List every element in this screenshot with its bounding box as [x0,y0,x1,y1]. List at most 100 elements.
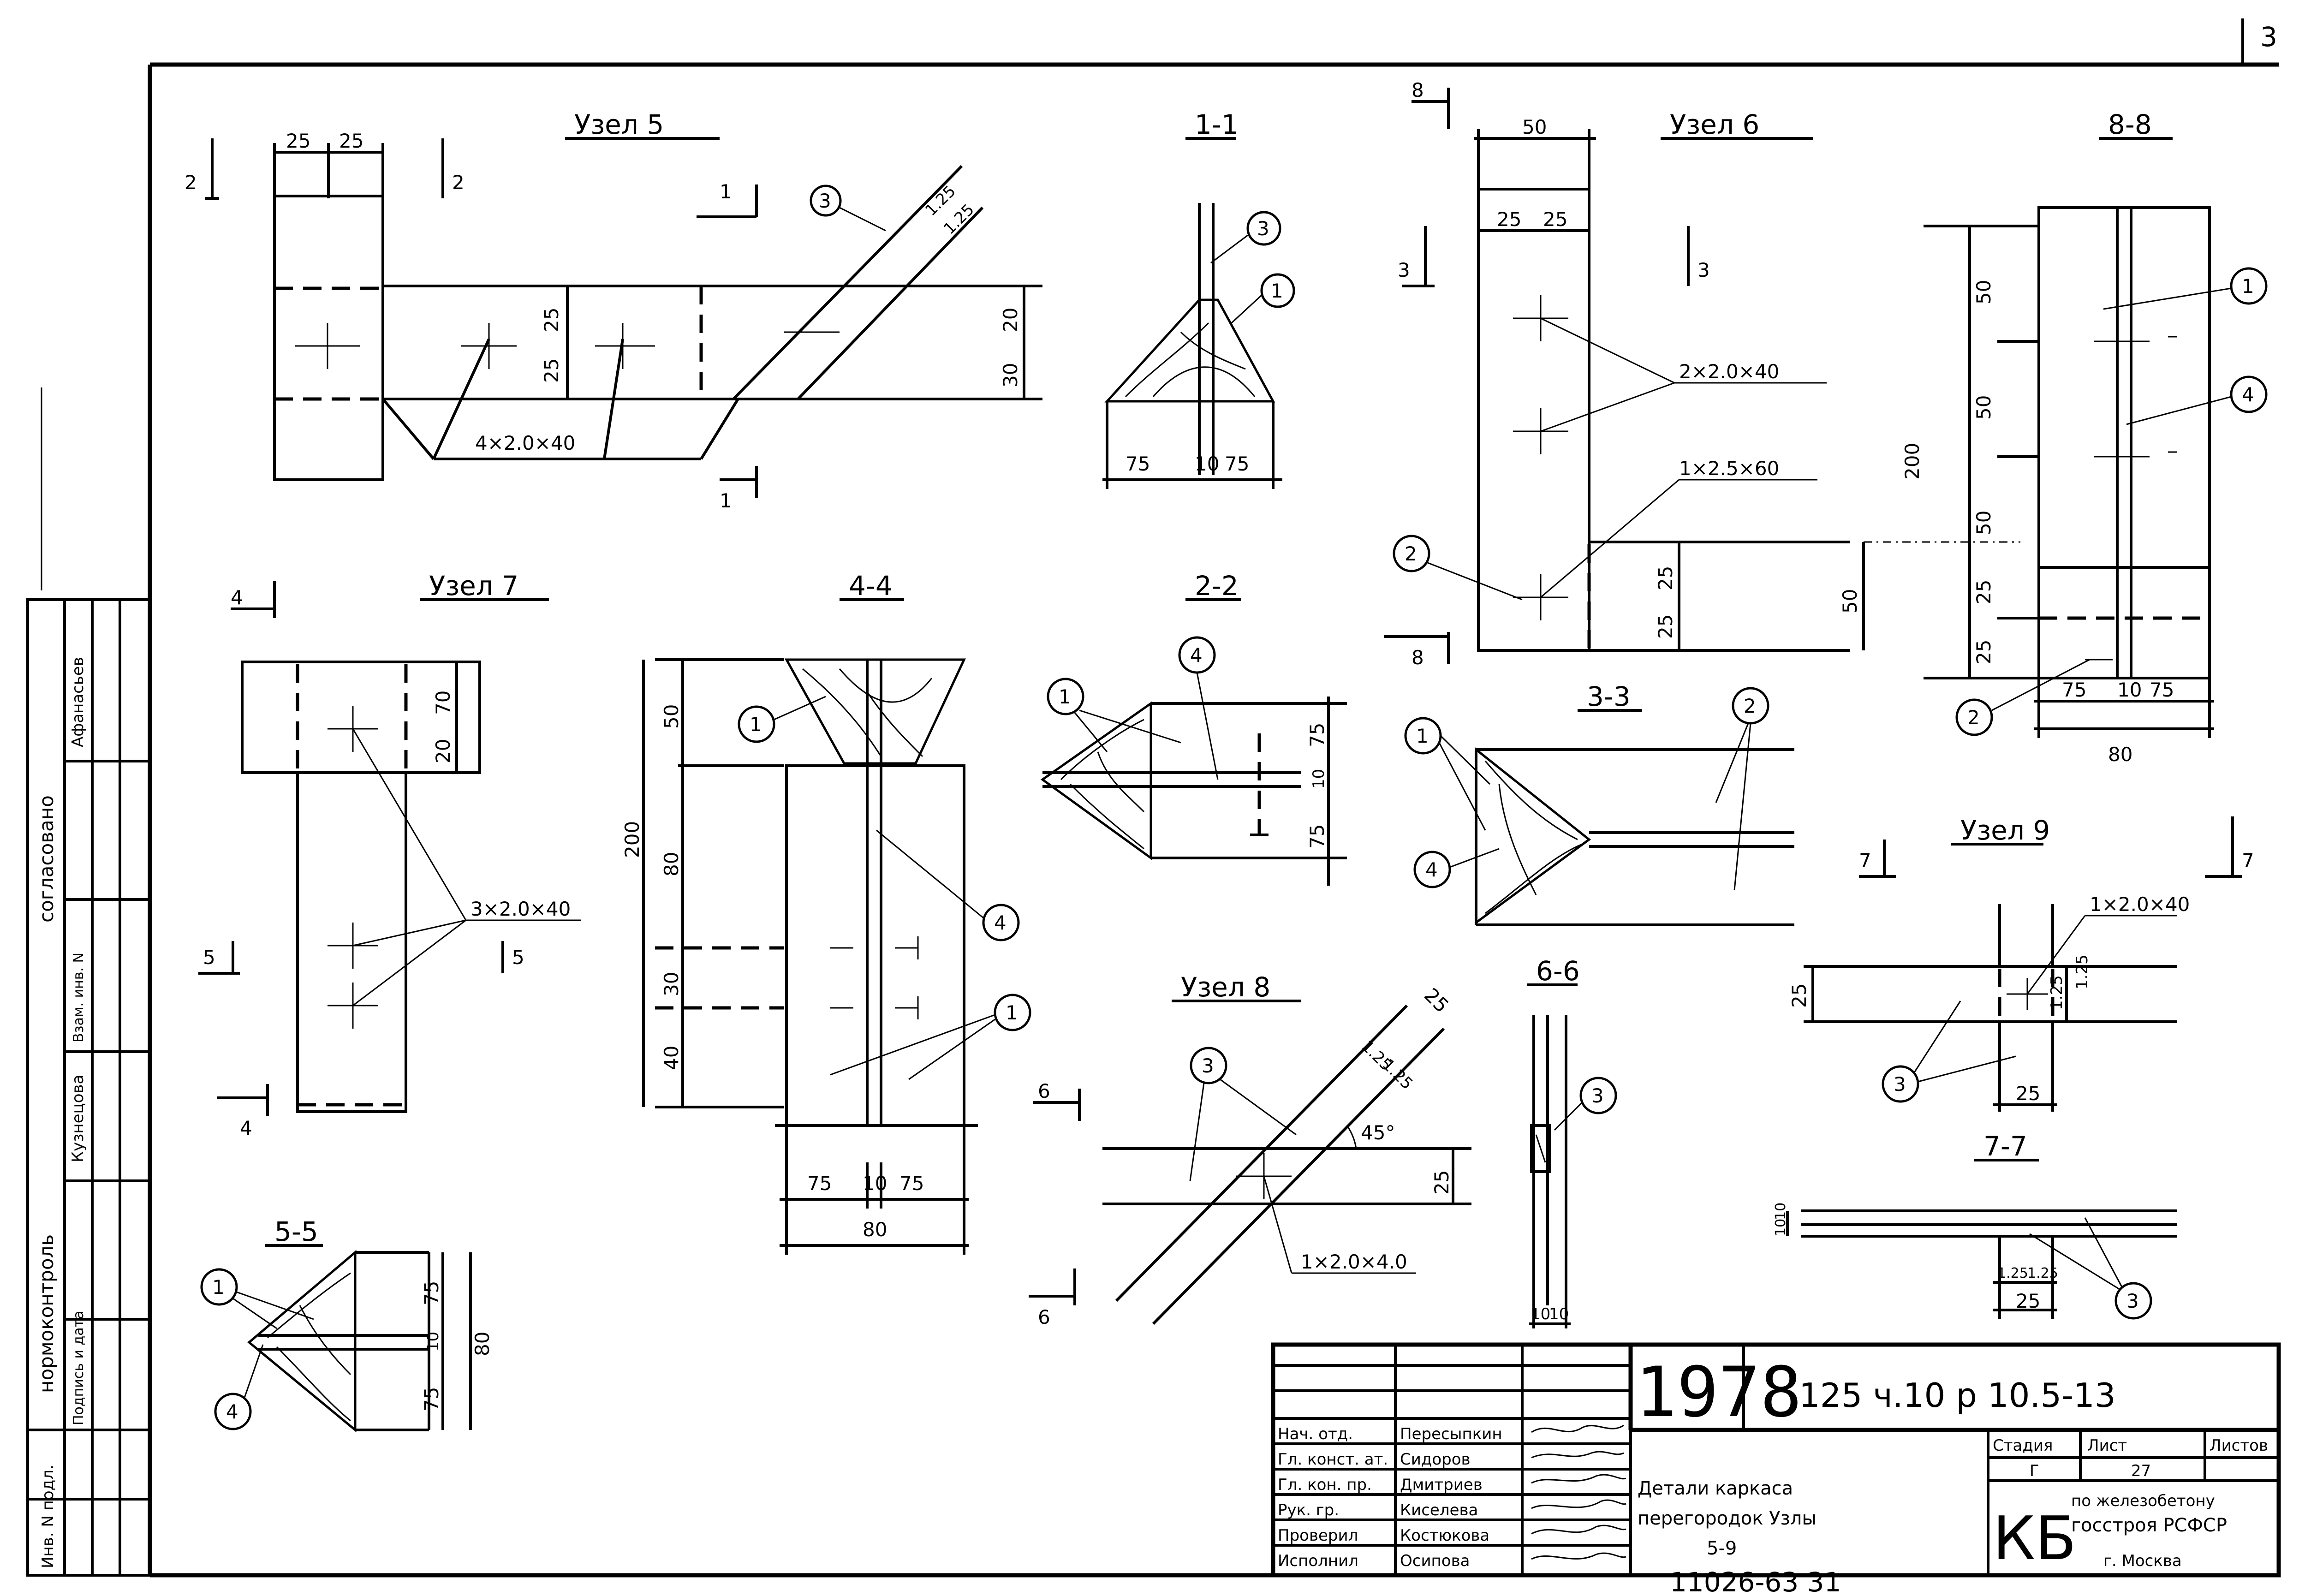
node5-marker-1b: 1 [720,489,732,512]
role-6: Исполнил [1278,1552,1358,1570]
sheet-label: Лист [2087,1436,2127,1455]
node8-bubble-3: 3 [1202,1054,1214,1077]
node7-dim-2: 20 [432,739,454,763]
sec44-view: 4-4 50 80 30 40 200 75 10 75 80 1 [621,570,1031,1255]
signature-4 [1531,1499,1626,1509]
sec88-dim-1: 50 [1972,280,1995,304]
node5-weld-label: 4×2.0×40 [475,432,575,454]
sec77-dim-1: 10 [1773,1219,1789,1236]
sec11-dim-1: 75 [1126,453,1150,475]
node7-view: Узел 7 3×2.0×40 70 20 4 5 5 4 [198,570,581,1139]
sec44-dim-3: 30 [660,972,683,996]
node9-dim-1: 25 [1788,983,1811,1008]
sec66-title: 6-6 [1536,955,1580,987]
name-6: Осипова [1400,1552,1470,1570]
sec88-view: 8-8 50 50 50 25 25 200 80 75 10 75 1 4 [1901,109,2268,766]
sec22-dim-1: 75 [1306,723,1328,747]
sec33-bubble-4: 4 [1425,858,1438,881]
node6-bubble-2: 2 [1405,542,1417,565]
node8-view: Узел 8 1×2.0×4.0 45° 25 25 1.25 1.25 3 6… [1029,971,1471,1328]
node9-marker-7a: 7 [1859,849,1871,872]
node6-view: Узел 6 50 25 25 2×2.0×40 1×2.5×60 25 25 … [1384,79,2020,669]
sec44-dim-9: 80 [863,1218,887,1241]
sec44-dim-2: 80 [660,852,683,876]
sec88-bubble-4: 4 [2242,383,2254,406]
sec88-dim-4: 25 [1972,580,1995,604]
node5-marker-2b: 2 [452,171,465,194]
sec55-dim-3: 75 [420,1387,443,1411]
sec55-title: 5-5 [274,1216,318,1247]
sec22-view: 2-2 75 10 75 1 4 [1040,570,1347,886]
sec11-title: 1-1 [1195,109,1239,140]
sec22-title: 2-2 [1195,570,1239,601]
sec22-bubble-4: 4 [1190,644,1203,667]
sec77-bubble-3: 3 [2126,1290,2139,1312]
sec88-dim-5: 25 [1972,640,1995,664]
node7-marker-5a: 5 [203,946,215,969]
node6-marker-3a: 3 [1398,259,1410,281]
node5-dim-1: 25 [286,130,310,152]
node7-dim-1: 70 [432,691,454,715]
sec44-dim-8: 75 [899,1172,924,1195]
sec77-dim-4: 1.25 [2027,1265,2058,1281]
role-4: Рук. гр. [1278,1501,1339,1519]
stamp-label-2: Подпись и дата [71,1311,87,1426]
sec44-title: 4-4 [849,570,893,601]
org-line-2: госстроя РСФСР [2071,1515,2227,1536]
node9-title: Узел 9 [1960,815,2050,846]
node9-dim-4: 25 [2016,1082,2040,1105]
year-label: 1978 [1635,1352,1802,1433]
sec77-view: 7-7 10 10 1.25 1.25 25 3 [1773,1131,2177,1320]
stamp-name-2: Афанасьев [69,657,87,747]
stamp-label-3: Взам. инв. N [71,953,87,1042]
title-block: 1978 125 ч.10 р 10.5-13 Нач. отд. Гл. ко… [1271,1342,2281,1578]
node7-marker-4a: 4 [231,586,243,609]
sec77-dim-3: 1.25 [1997,1265,2028,1281]
signature-6 [1531,1552,1626,1560]
stamp-title: нормоконтроль [35,1234,58,1393]
sec44-dim-1: 50 [660,704,683,729]
sec55-dim-2: 10 [424,1332,442,1352]
sec88-bubble-2: 2 [1967,706,1980,729]
node7-marker-4b: 4 [240,1117,252,1139]
sec33-title: 3-3 [1587,681,1631,712]
node8-marker-6a: 6 [1038,1080,1050,1102]
node5-marker-1a: 1 [720,180,732,203]
node6-marker-8a: 8 [1412,79,1424,101]
node7-marker-5b: 5 [512,946,524,969]
sec77-dim-5: 25 [2016,1290,2040,1312]
node5-dim-5: 20 [999,308,1022,332]
sec33-view: 3-3 1 4 2 [1404,681,1794,926]
node6-dim-1: 50 [1522,116,1547,138]
sec66-bubble-3: 3 [1591,1084,1604,1107]
sec55-bubble-1: 1 [212,1276,225,1298]
node9-marker-7b: 7 [2242,849,2254,872]
sec44-bubble-4: 4 [994,911,1007,934]
name-4: Киселева [1400,1501,1478,1519]
role-1: Нач. отд. [1278,1425,1353,1443]
role-2: Гл. конст. ат. [1278,1450,1388,1469]
signature-1 [1531,1424,1624,1433]
description-line-2: перегородок Узлы [1638,1508,1817,1529]
sec77-dim-2: 10 [1773,1203,1789,1220]
sec11-dim-2: 10 [1195,453,1219,475]
footer-number: 11026-63 31 [1670,1566,1841,1596]
sec66-dim-1: 10 [1531,1305,1550,1323]
role-3: Гл. кон. пр. [1278,1476,1372,1494]
sec33-bubble-2: 2 [1744,695,1756,717]
stamp-name-1: Кузнецова [69,1075,87,1162]
node8-marker-6b: 6 [1038,1306,1050,1328]
sec44-dim-7: 10 [863,1172,887,1195]
sec55-dim-1: 75 [420,1281,443,1305]
signature-5 [1531,1525,1626,1535]
sec88-dim-8: 10 [2117,679,2142,701]
left-stamp: нормоконтроль согласовано Кузнецова Афан… [26,387,151,1577]
node6-dim-2: 25 [1497,208,1521,231]
name-3: Дмитриев [1400,1476,1483,1494]
sec55-bubble-4: 4 [226,1400,238,1423]
node6-dim-5: 25 [1654,614,1677,639]
sec88-dim-6: 200 [1901,443,1924,480]
node5-bubble-3: 3 [819,190,831,212]
node5-view: Узел 5 25 25 25 25 20 30 1.25 1.2 [185,109,1042,512]
node7-weld-label: 3×2.0×40 [471,898,571,920]
